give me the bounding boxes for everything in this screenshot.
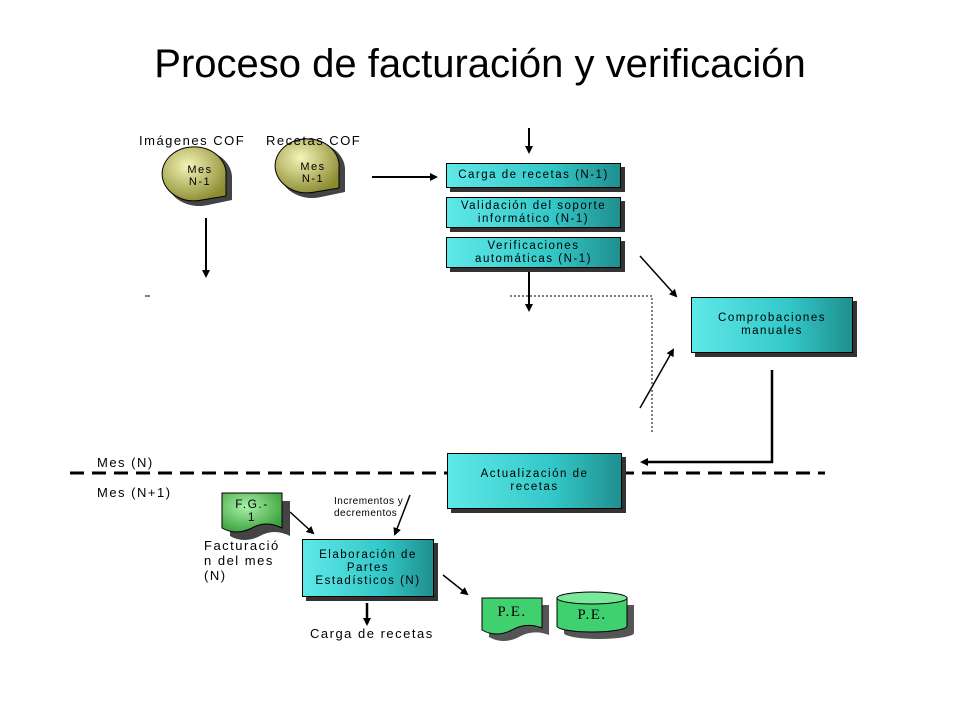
label-recetas-cof: Recetas COF bbox=[266, 133, 362, 148]
label-mes-n1: Mes (N+1) bbox=[97, 485, 172, 500]
to-pe-arrow bbox=[442, 574, 469, 596]
comprobaciones-to-actualizacion-arrow bbox=[640, 370, 774, 466]
fg-arrow bbox=[289, 511, 315, 535]
box-carga-recetas: Carga de recetas (N-1) bbox=[446, 163, 621, 188]
pe-database-label: P.E. bbox=[577, 607, 607, 623]
pe-database bbox=[556, 591, 634, 639]
mes-circle-2-label: Mes N-1 bbox=[300, 161, 326, 185]
label-imagenes-cof: Imágenes COF bbox=[139, 133, 246, 148]
box-validacion-soporte: Validación del soporte informático (N-1) bbox=[446, 197, 621, 228]
page-title: Proceso de facturación y verificación bbox=[154, 42, 806, 86]
mes-circle-2 bbox=[274, 138, 346, 199]
box-verificaciones-automaticas: Verificaciones automáticas (N-1) bbox=[446, 237, 621, 268]
label-mes-n: Mes (N) bbox=[97, 455, 154, 470]
box-elaboracion-partes: Elaboración de Partes Estadísticos (N) bbox=[302, 539, 434, 597]
pe-document bbox=[481, 597, 549, 641]
mes-circle-1 bbox=[161, 146, 233, 207]
pe-document-label: P.E. bbox=[497, 604, 527, 620]
mes-circle-1-label: Mes N-1 bbox=[187, 164, 213, 188]
box-actualizacion-recetas: Actualización de recetas bbox=[447, 453, 622, 509]
dotted-connector bbox=[510, 295, 653, 432]
label-facturacion: Facturació n del mes (N) bbox=[204, 538, 280, 583]
label-carga-recetas-bottom: Carga de recetas bbox=[310, 626, 434, 641]
fg-document-label: F.G.- 1 bbox=[235, 497, 269, 524]
incrementos-arrow bbox=[393, 494, 411, 536]
label-incrementos: Incrementos y decrementos bbox=[334, 496, 404, 519]
box-comprobaciones-manuales: Comprobaciones manuales bbox=[691, 297, 853, 353]
back-diagonal-arrow bbox=[639, 348, 674, 409]
to-comprobaciones-arrow bbox=[639, 255, 678, 298]
fg-document bbox=[221, 492, 290, 540]
